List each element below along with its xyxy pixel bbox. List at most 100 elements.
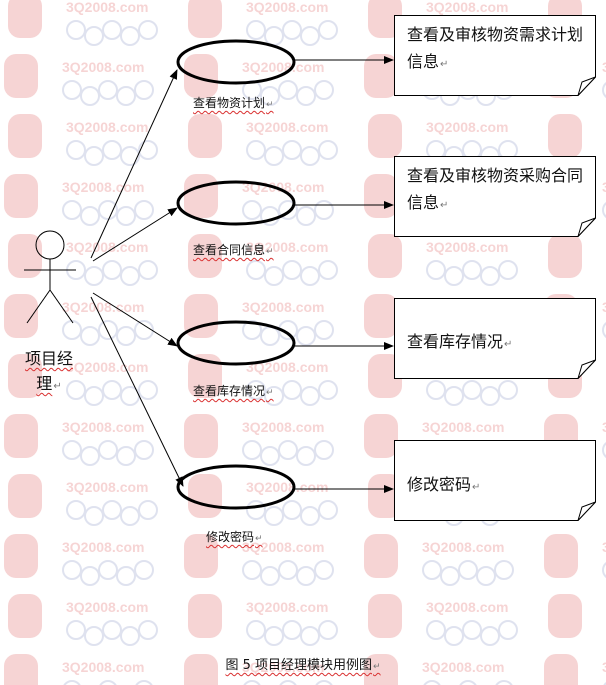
watermark-ring-icon — [243, 680, 261, 685]
watermark-ring-icon — [296, 206, 316, 226]
watermark-ring-icon — [264, 626, 284, 646]
watermark-ring-icon — [602, 442, 606, 458]
watermark-ring-icon — [120, 146, 140, 166]
watermark-ring-icon — [602, 322, 606, 338]
watermark-text: 3Q2008.com — [242, 419, 325, 435]
watermark-ring-icon — [80, 86, 100, 106]
watermark-ring-icon — [242, 320, 262, 340]
watermark-text: 3Q2008.com — [602, 59, 606, 75]
watermark-ring-icon — [279, 680, 297, 685]
watermark-text: 3Q2008.com — [66, 359, 149, 375]
watermark-tile: 3Q2008.com — [188, 594, 338, 646]
watermark-ring-icon — [296, 86, 316, 106]
note-1-text: 查看及审核物资需求计划信息 — [407, 25, 583, 71]
watermark-ring-icon — [282, 500, 302, 520]
watermark-text: 3Q2008.com — [426, 239, 509, 255]
actor-head — [35, 230, 65, 260]
association-arrow-3 — [92, 292, 178, 347]
watermark-ring-icon — [260, 566, 280, 586]
watermark-logo-icon — [548, 594, 582, 638]
watermark-tile: 3Q2008.com — [8, 474, 158, 526]
watermark-text: 3Q2008.com — [422, 419, 505, 435]
watermark-logo-icon — [184, 414, 218, 458]
watermark-tile: 3Q2008.com — [368, 234, 518, 286]
watermark-logo-icon — [364, 294, 398, 338]
watermark-ring-icon — [135, 680, 153, 685]
association-arrow-2 — [92, 207, 178, 262]
watermark-tile: 3Q2008.com — [184, 414, 334, 466]
watermark-ring-icon — [246, 620, 266, 640]
actor-figure — [24, 230, 76, 324]
watermark-logo-icon — [368, 594, 402, 638]
watermark-ring-icon — [98, 440, 118, 460]
watermark-ring-icon — [300, 26, 320, 46]
watermark-ring-icon — [318, 140, 338, 160]
watermark-logo-icon — [8, 474, 42, 518]
note-2-text: 查看及审核物资采购合同信息 — [407, 166, 583, 212]
watermark-tile: 3Q2008.com — [184, 654, 333, 685]
watermark-logo-icon — [4, 654, 38, 685]
watermark-tile: 3Q2008.com — [544, 654, 606, 685]
watermark-ring-icon — [102, 140, 122, 160]
watermark-ring-icon — [260, 446, 280, 466]
watermark-ring-icon — [602, 82, 606, 98]
watermark-ring-icon — [102, 260, 122, 280]
watermark-ring-icon — [462, 620, 482, 640]
watermark-text: 3Q2008.com — [426, 0, 509, 15]
use-case-label-2: 查看合同信息 — [193, 241, 274, 258]
watermark-ring-icon — [120, 26, 140, 46]
watermark-tile: 3Q2008.com — [364, 534, 514, 586]
association-arrow-1 — [90, 69, 178, 259]
watermark-ring-icon — [120, 506, 140, 526]
watermark-logo-icon — [8, 234, 42, 278]
watermark-ring-icon — [423, 680, 441, 685]
watermark-logo-icon — [4, 414, 38, 458]
note-4-text: 修改密码 — [407, 475, 480, 494]
watermark-ring-icon — [98, 200, 118, 220]
watermark-ring-icon — [300, 386, 320, 406]
watermark-ring-icon — [459, 680, 477, 685]
watermark-logo-icon — [184, 534, 218, 578]
watermark-text: 3Q2008.com — [246, 479, 329, 495]
watermark-ring-icon — [444, 386, 464, 406]
use-case-ellipse-4 — [176, 464, 296, 510]
watermark-logo-icon — [188, 594, 222, 638]
actor-label: 项目经 理 — [14, 346, 84, 399]
watermark-text: 3Q2008.com — [246, 359, 329, 375]
watermark-text: 3Q2008.com — [242, 659, 325, 675]
watermark-ring-icon — [494, 560, 514, 580]
watermark-ring-icon — [80, 326, 100, 346]
watermark-logo-icon — [4, 54, 38, 98]
watermark-tile: 3Q2008.com — [368, 594, 518, 646]
watermark-ring-icon — [498, 380, 518, 400]
watermark-ring-icon — [426, 380, 446, 400]
watermark-ring-icon — [134, 440, 154, 460]
watermark-ring-icon — [495, 680, 513, 685]
watermark-ring-icon — [80, 206, 100, 226]
watermark-tile: 3Q2008.com — [184, 54, 334, 106]
watermark-ring-icon — [66, 140, 86, 160]
watermark-logo-icon — [548, 114, 582, 158]
watermark-tile: 3Q2008.com — [8, 0, 158, 46]
watermark-ring-icon — [98, 320, 118, 340]
watermark-ring-icon — [242, 200, 262, 220]
watermark-tile: 3Q2008.com — [184, 294, 334, 346]
watermark-ring-icon — [315, 680, 333, 685]
use-case-ellipse-3 — [176, 320, 296, 366]
watermark-ring-icon — [246, 500, 266, 520]
watermark-ring-icon — [278, 440, 298, 460]
watermark-ring-icon — [246, 260, 266, 280]
watermark-tile: 3Q2008.com — [548, 114, 582, 158]
watermark-ring-icon — [318, 380, 338, 400]
watermark-ring-icon — [426, 260, 446, 280]
watermark-ring-icon — [98, 560, 118, 580]
watermark-ring-icon — [84, 626, 104, 646]
watermark-logo-icon — [188, 0, 222, 38]
watermark-logo-icon — [4, 294, 38, 338]
watermark-text: 3Q2008.com — [242, 299, 325, 315]
watermark-ring-icon — [318, 500, 338, 520]
watermark-text: 3Q2008.com — [62, 659, 145, 675]
use-case-label-1: 查看物资计划 — [193, 94, 274, 111]
watermark-ring-icon — [84, 386, 104, 406]
